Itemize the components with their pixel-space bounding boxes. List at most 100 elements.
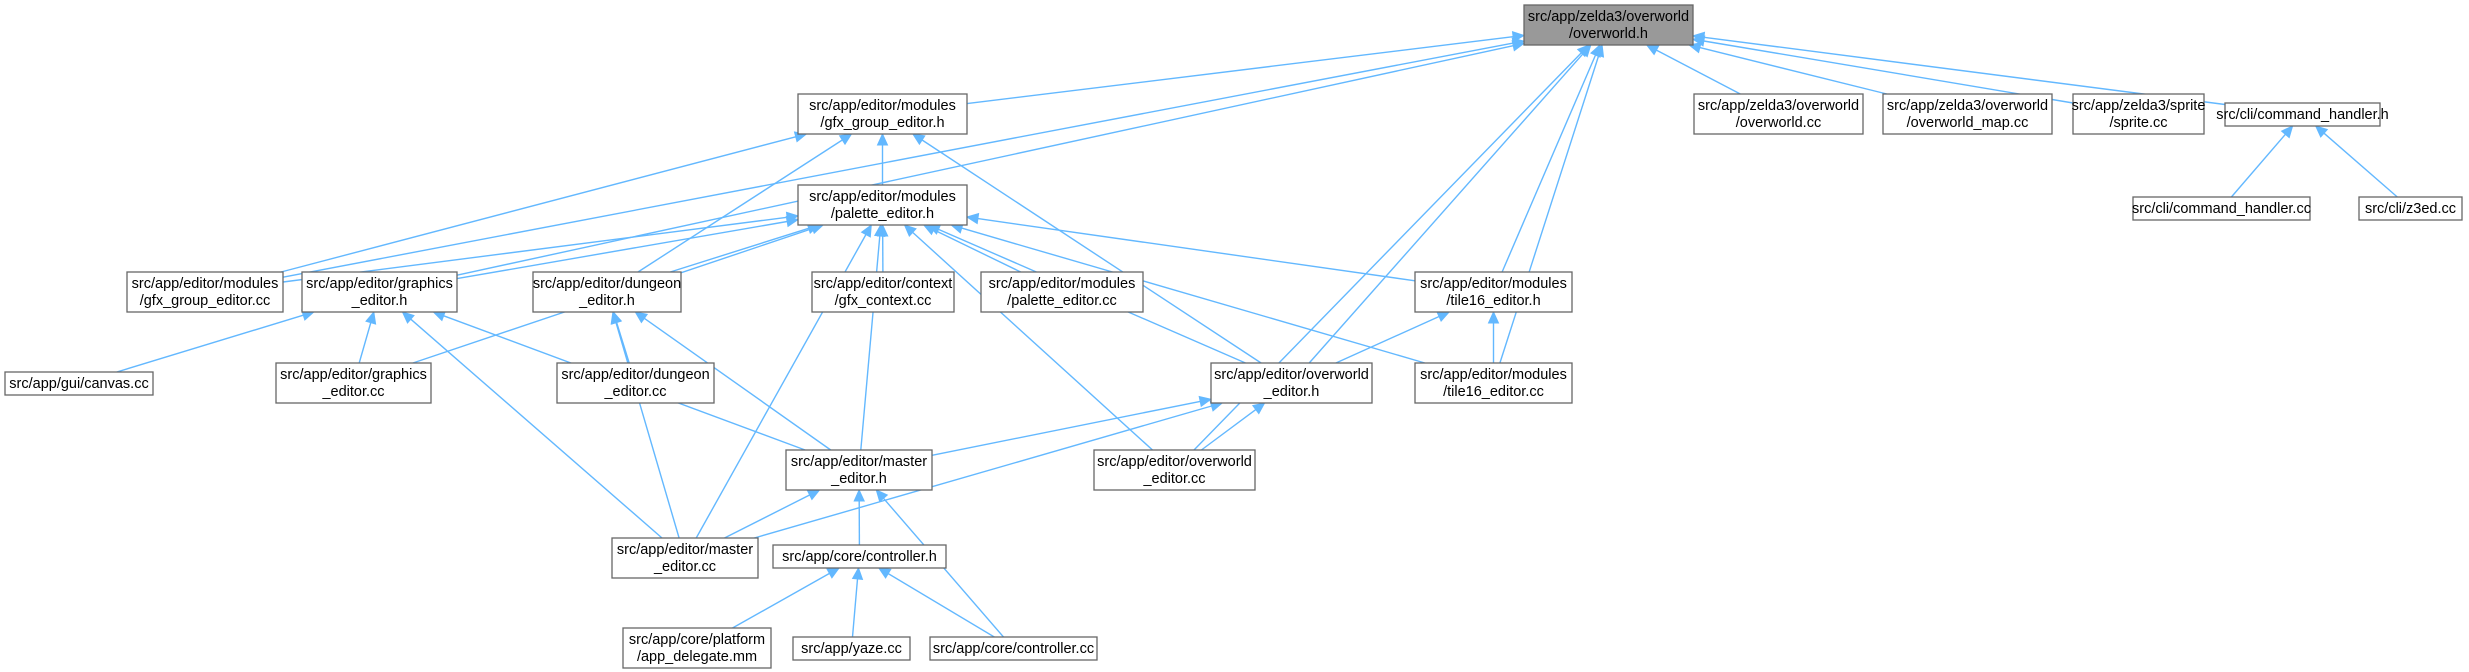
node-box-palette_editor_h[interactable]	[797, 184, 968, 226]
node-box-sprite_cc[interactable]	[2072, 93, 2205, 135]
node-label-app_delegate_mm-line-1: /app_delegate.mm	[637, 649, 757, 665]
node-master_editor_h[interactable]: src/app/editor/master_editor.h	[785, 449, 933, 491]
node-master_editor_cc[interactable]: src/app/editor/master_editor.cc	[611, 537, 759, 579]
node-yaze_cc[interactable]: src/app/yaze.cc	[792, 636, 911, 661]
node-box-tile16_editor_h[interactable]	[1414, 271, 1573, 313]
node-label-palette_editor_cc-line-1: /palette_editor.cc	[1007, 293, 1117, 309]
edge-master_editor_cc-to-graphics_editor_h	[410, 318, 663, 539]
node-overworld_editor_h[interactable]: src/app/editor/overworld_editor.h	[1210, 362, 1373, 404]
edge-tile16_editor_h-to-palette_editor_h	[977, 217, 1416, 282]
node-box-canvas_cc[interactable]	[4, 371, 154, 396]
node-box-gfx_group_editor_cc[interactable]	[126, 271, 284, 313]
node-command_handler_h[interactable]: src/cli/command_handler.h	[2216, 102, 2389, 127]
node-box-overworld_h[interactable]	[1523, 4, 1694, 46]
node-sprite_cc[interactable]: src/app/zelda3/sprite/sprite.cc	[2072, 93, 2206, 135]
node-label-overworld_editor_cc-line-0: src/app/editor/overworld	[1097, 454, 1252, 470]
arrowhead-app_delegate_mm-to-controller_h	[826, 567, 841, 579]
node-label-palette_editor_h-line-1: /palette_editor.h	[831, 206, 934, 222]
edge-graphics_editor_h-to-overworld_h	[456, 45, 1514, 276]
edge-controller_cc-to-controller_h	[887, 572, 995, 638]
node-box-graphics_editor_cc[interactable]	[275, 362, 432, 404]
node-label-app_delegate_mm-line-0: src/app/core/platform	[629, 632, 765, 648]
node-tile16_editor_h[interactable]: src/app/editor/modules/tile16_editor.h	[1414, 271, 1573, 313]
edges-layer	[116, 30, 2398, 638]
edge-dungeon_editor_cc-to-dungeon_editor_h	[615, 322, 630, 364]
node-label-overworld_h-line-1: /overworld.h	[1569, 26, 1648, 42]
node-label-dungeon_editor_h-line-0: src/app/editor/dungeon	[533, 276, 681, 292]
node-box-gfx_group_editor_h[interactable]	[797, 93, 968, 135]
node-label-tile16_editor_h-line-1: /tile16_editor.h	[1446, 293, 1540, 309]
node-overworld_map_cc[interactable]: src/app/zelda3/overworld/overworld_map.c…	[1882, 93, 2053, 135]
node-label-controller_cc-line-0: src/app/core/controller.cc	[933, 641, 1094, 657]
node-label-overworld_map_cc-line-0: src/app/zelda3/overworld	[1887, 98, 2048, 114]
node-command_handler_cc[interactable]: src/cli/command_handler.cc	[2132, 196, 2311, 221]
nodes-layer: src/app/zelda3/overworld/overworld.hsrc/…	[4, 4, 2463, 669]
node-label-gfx_group_editor_cc-line-1: /gfx_group_editor.cc	[140, 293, 271, 309]
node-graphics_editor_h[interactable]: src/app/editor/graphics_editor.h	[301, 271, 458, 313]
edge-master_editor_h-to-overworld_editor_h	[931, 400, 1201, 456]
node-box-graphics_editor_h[interactable]	[301, 271, 458, 313]
arrowhead-tile16_editor_cc-to-tile16_editor_h	[1487, 310, 1500, 324]
node-box-overworld_cc[interactable]	[1693, 93, 1864, 135]
node-graphics_editor_cc[interactable]: src/app/editor/graphics_editor.cc	[275, 362, 432, 404]
node-box-overworld_map_cc[interactable]	[1882, 93, 2053, 135]
arrowhead-master_editor_cc-to-palette_editor_h	[860, 223, 872, 238]
node-box-yaze_cc[interactable]	[792, 636, 911, 661]
node-box-app_delegate_mm[interactable]	[622, 627, 772, 669]
node-box-z3ed_cc[interactable]	[2358, 196, 2463, 221]
node-z3ed_cc[interactable]: src/cli/z3ed.cc	[2358, 196, 2463, 221]
node-label-overworld_map_cc-line-1: /overworld_map.cc	[1907, 115, 2029, 131]
edge-overworld_editor_cc-to-overworld_editor_h	[1200, 409, 1257, 451]
edge-gfx_group_editor_cc-to-palette_editor_h	[282, 216, 788, 283]
node-dungeon_editor_cc[interactable]: src/app/editor/dungeon_editor.cc	[556, 362, 715, 404]
node-box-overworld_editor_h[interactable]	[1210, 362, 1373, 404]
node-overworld_editor_cc[interactable]: src/app/editor/overworld_editor.cc	[1093, 449, 1256, 491]
node-box-dungeon_editor_cc[interactable]	[556, 362, 715, 404]
node-overworld_cc[interactable]: src/app/zelda3/overworld/overworld.cc	[1693, 93, 1864, 135]
edge-overworld_editor_h-to-gfx_group_editor_h	[921, 139, 1262, 364]
arrowhead-overworld_editor_cc-to-palette_editor_h	[903, 224, 917, 238]
node-palette_editor_h[interactable]: src/app/editor/modules/palette_editor.h	[797, 184, 968, 226]
node-box-gfx_context_cc[interactable]	[811, 271, 955, 313]
node-tile16_editor_cc[interactable]: src/app/editor/modules/tile16_editor.cc	[1414, 362, 1573, 404]
arrowhead-overworld_editor_cc-to-overworld_editor_h	[1251, 402, 1266, 415]
node-controller_cc[interactable]: src/app/core/controller.cc	[929, 636, 1098, 661]
node-box-command_handler_h[interactable]	[2224, 102, 2381, 127]
edge-tile16_editor_h-to-overworld_h	[1501, 54, 1597, 273]
node-label-graphics_editor_h-line-0: src/app/editor/graphics	[306, 276, 453, 292]
node-label-sprite_cc-line-1: /sprite.cc	[2109, 115, 2167, 131]
node-box-controller_cc[interactable]	[929, 636, 1098, 661]
node-app_delegate_mm[interactable]: src/app/core/platform/app_delegate.mm	[622, 627, 772, 669]
arrowhead-graphics_editor_cc-to-graphics_editor_h	[365, 310, 377, 325]
node-box-controller_h[interactable]	[772, 544, 947, 569]
edge-z3ed_cc-to-command_handler_h	[2323, 132, 2398, 198]
node-gfx_group_editor_h[interactable]: src/app/editor/modules/gfx_group_editor.…	[797, 93, 968, 135]
node-controller_h[interactable]: src/app/core/controller.h	[772, 544, 947, 569]
arrowhead-controller_cc-to-controller_h	[877, 567, 892, 579]
node-label-dungeon_editor_cc-line-1: _editor.cc	[603, 384, 666, 400]
edge-tile16_editor_cc-to-palette_editor_h	[961, 227, 1425, 364]
node-box-tile16_editor_cc[interactable]	[1414, 362, 1573, 404]
node-box-palette_editor_cc[interactable]	[980, 271, 1144, 313]
edge-graphics_editor_h-to-palette_editor_h	[456, 220, 788, 280]
node-box-master_editor_h[interactable]	[785, 449, 933, 491]
edge-overworld_editor_cc-to-palette_editor_h	[912, 231, 1153, 451]
node-gfx_group_editor_cc[interactable]: src/app/editor/modules/gfx_group_editor.…	[126, 271, 284, 313]
node-palette_editor_cc[interactable]: src/app/editor/modules/palette_editor.cc	[980, 271, 1144, 313]
node-canvas_cc[interactable]: src/app/gui/canvas.cc	[4, 371, 154, 396]
node-box-overworld_editor_cc[interactable]	[1093, 449, 1256, 491]
node-label-dungeon_editor_cc-line-0: src/app/editor/dungeon	[561, 367, 709, 383]
node-box-dungeon_editor_h[interactable]	[532, 271, 682, 313]
node-box-command_handler_cc[interactable]	[2132, 196, 2311, 221]
edge-master_editor_h-to-palette_editor_h	[860, 235, 881, 451]
node-gfx_context_cc[interactable]: src/app/editor/context/gfx_context.cc	[811, 271, 955, 313]
node-dungeon_editor_h[interactable]: src/app/editor/dungeon_editor.h	[532, 271, 682, 313]
node-overworld_h[interactable]: src/app/zelda3/overworld/overworld.h	[1523, 4, 1694, 46]
node-label-palette_editor_h-line-0: src/app/editor/modules	[809, 189, 956, 205]
node-box-master_editor_cc[interactable]	[611, 537, 759, 579]
node-label-master_editor_cc-line-1: _editor.cc	[653, 559, 716, 575]
arrowhead-graphics_editor_h-to-overworld_h	[1511, 40, 1526, 52]
node-label-gfx_context_cc-line-1: /gfx_context.cc	[835, 293, 932, 309]
arrowhead-yaze_cc-to-controller_h	[851, 566, 864, 580]
